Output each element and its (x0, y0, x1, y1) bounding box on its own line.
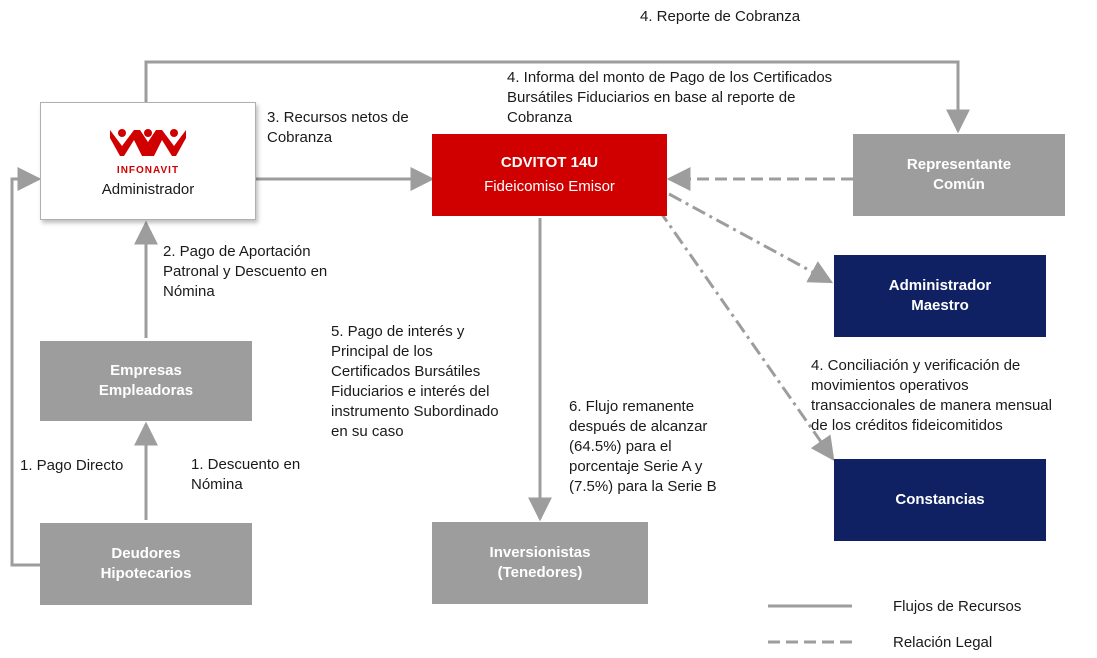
infonavit-brand-text: INFONAVIT (116, 165, 180, 177)
administrador-maestro-node: Administrador Maestro (834, 255, 1046, 337)
label-flujo-remanente: 6. Flujo remanente después de alcanzar (… (569, 398, 717, 495)
label-conciliacion: 4. Conciliación y verificación de movimi… (811, 357, 1052, 434)
deudores-hipotecarios-node: Deudores Hipotecarios (40, 523, 252, 605)
flow-deudores-to-admin (10, 167, 42, 567)
administrador-label: Administrador (101, 180, 195, 198)
empresas-label: Empresas Empleadoras (98, 361, 194, 399)
label-informa-monto: 4. Informa del monto de Pago de los Cert… (507, 69, 833, 126)
deudores-label: Deudores Hipotecarios (100, 544, 192, 582)
fideicomiso-subtitle: Fideicomiso Emisor (484, 178, 615, 195)
constancias-label: Constancias (895, 490, 985, 508)
empresas-empleadoras-node: Empresas Empleadoras (40, 341, 252, 421)
administrador-node: INFONAVIT Administrador (40, 102, 256, 220)
legal-fideicomiso-constancias (657, 209, 835, 461)
inversionistas-label: Inversionistas (Tenedores) (489, 543, 591, 581)
constancias-node: Constancias (834, 459, 1046, 541)
label-pago-directo: 1. Pago Directo (20, 457, 124, 474)
administrador-maestro-label: Administrador Maestro (888, 276, 992, 314)
label-recursos-netos: 3. Recursos netos de Cobranza (267, 109, 409, 146)
legal-fideicomiso-maestro (668, 192, 834, 284)
fideicomiso-title: CDVITOT 14U (500, 153, 599, 171)
label-pago-aportacion: 2. Pago de Aportación Patronal y Descuen… (163, 243, 328, 300)
label-pago-interes: 5. Pago de interés y Principal de los Ce… (331, 323, 499, 440)
label-descuento-nomina: 1. Descuento en Nómina (191, 456, 301, 493)
inversionistas-node: Inversionistas (Tenedores) (432, 522, 648, 604)
representante-comun-node: Representante Común (853, 134, 1065, 216)
infonavit-logo-icon (110, 129, 186, 157)
fideicomiso-emisor-node: CDVITOT 14U Fideicomiso Emisor (432, 134, 667, 216)
representante-label: Representante Común (906, 155, 1012, 193)
legend-relacion-label: Relación Legal (893, 634, 993, 651)
legend-flujos-label: Flujos de Recursos (893, 598, 1022, 615)
label-reporte-cobranza: 4. Reporte de Cobranza (640, 8, 801, 25)
flow-admin-to-representante (144, 60, 970, 134)
